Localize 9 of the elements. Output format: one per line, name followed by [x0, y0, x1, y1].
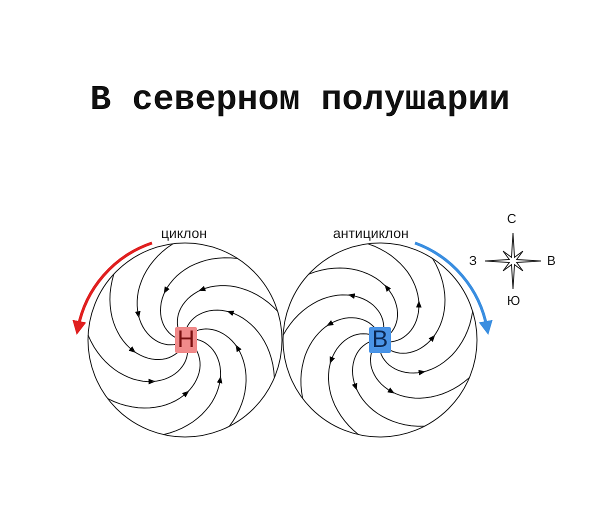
compass-letter: В: [547, 254, 556, 267]
pressure-center-box: В: [369, 327, 391, 353]
compass-letter: С: [507, 212, 516, 225]
heading: В северном полушарии: [88, 80, 512, 120]
caption: антициклон: [333, 226, 409, 240]
caption: циклон: [161, 226, 207, 240]
compass-letter: З: [469, 254, 477, 267]
compass-letter: Ю: [507, 294, 520, 307]
pressure-center-box: Н: [175, 327, 197, 353]
